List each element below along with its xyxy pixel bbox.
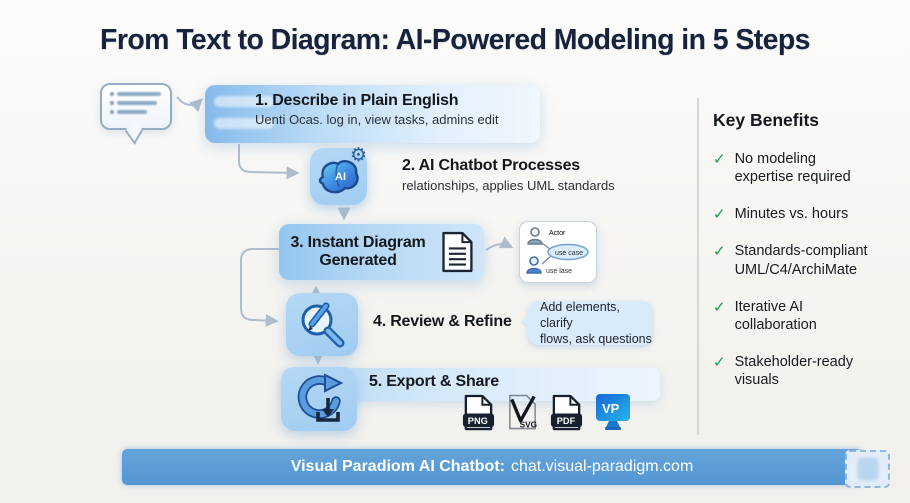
footer-bar: Visual Paradiom AI Chatbot: chat.visual-… — [122, 449, 862, 485]
usecase-oval-label: use case — [555, 250, 583, 257]
step4-note-bubble: Add elements, clarify flows, ask questio… — [528, 299, 652, 347]
step1-subtitle: Uenti Ocas. log in, view tasks, admins e… — [255, 112, 499, 127]
check-icon: ✓ — [713, 150, 726, 168]
benefit-item: ✓ Minutes vs. hours — [713, 205, 898, 223]
benefits-panel: Key Benefits ✓ No modeling expertise req… — [713, 110, 898, 389]
png-file-icon: PNG — [462, 394, 495, 431]
connector-step3-to-usecase — [485, 236, 514, 251]
benefit-item: ✓ Stakeholder-ready visuals — [713, 353, 898, 389]
step5-icon-tile — [281, 367, 357, 431]
bubble-text-line — [110, 101, 162, 105]
benefit-item: ✓ Iterative AI collaboration — [713, 298, 898, 334]
step4-icon-tile — [286, 293, 358, 356]
step2-title: 2. AI Chatbot Processes — [402, 157, 580, 174]
actor2-label: use lase — [546, 268, 572, 275]
page-title: From Text to Diagram: AI-Powered Modelin… — [100, 24, 810, 56]
blurred-ui-pill — [214, 96, 274, 107]
brain-ai-icon: AI — [318, 159, 359, 193]
input-speech-bubble — [100, 83, 172, 130]
vp-logo-icon: VP — [596, 394, 630, 430]
export-format-label: PNG — [468, 416, 488, 426]
pdf-file-icon: PDF — [550, 394, 583, 431]
magnifier-pencil-icon — [301, 302, 345, 347]
check-icon: ✓ — [713, 242, 726, 261]
gear-icon: ⚙ — [349, 144, 367, 166]
footer-url: chat.visual-paradigm.com — [510, 458, 694, 475]
step1-title: 1. Describe in Plain English — [255, 92, 459, 109]
step4-title: 4. Review & Refine — [373, 313, 512, 330]
ai-label: AI — [335, 171, 346, 183]
footer-label: Visual Paradiom AI Chatbot: — [290, 458, 505, 475]
export-formats-row: PNG SVG PDF VP — [461, 393, 633, 432]
benefit-item: ✓ No modeling expertise required — [713, 150, 898, 186]
check-icon: ✓ — [713, 297, 726, 316]
usecase-oval — [547, 243, 589, 261]
export-refresh-icon — [297, 373, 344, 422]
benefit-text: Iterative AI collaboration — [734, 298, 817, 333]
step3-title: 3. Instant Diagram Generated — [290, 234, 426, 269]
bubble-text-line — [110, 92, 162, 96]
step4-note-text: Add elements, clarify flows, ask questio… — [540, 299, 652, 347]
benefits-heading: Key Benefits — [713, 110, 820, 130]
step1-box: 1. Describe in Plain English Uenti Ocas.… — [205, 85, 540, 143]
benefit-item: ✓ Standards-compliant UML/C4/ArchiMate — [713, 242, 898, 278]
svg-file-icon: SVG — [509, 394, 537, 430]
benefit-text: Minutes vs. hours — [734, 206, 849, 223]
actor-label: Actor — [549, 230, 566, 237]
selection-box-handle — [857, 458, 878, 480]
benefit-text: No modeling expertise required — [734, 151, 851, 186]
connector-step1-to-step2 — [238, 144, 300, 180]
check-icon: ✓ — [713, 205, 726, 224]
benefit-text: Standards-compliant UML/C4/ArchiMate — [734, 243, 868, 278]
benefit-text: Stakeholder-ready visuals — [734, 353, 854, 388]
step2-subtitle: relationships, applies UML standards — [402, 178, 615, 193]
actor-icon — [527, 227, 543, 245]
connector-step3-to-step4 — [240, 248, 279, 328]
step5-title: 5. Export & Share — [369, 373, 499, 390]
selection-box — [845, 450, 890, 488]
export-format-label: PDF — [557, 416, 576, 426]
vp-label: VP — [602, 401, 620, 416]
document-icon — [442, 231, 473, 273]
bubble-text-line — [110, 110, 162, 114]
export-format-label: SVG — [520, 421, 537, 430]
step2-icon-tile: AI ⚙ — [310, 144, 367, 205]
usecase-preview-card: Actor use case use lase — [519, 221, 597, 283]
section-divider — [697, 98, 699, 435]
blurred-ui-pill — [214, 118, 274, 129]
step3-box: 3. Instant Diagram Generated — [279, 224, 484, 280]
actor-icon — [526, 256, 542, 274]
check-icon: ✓ — [713, 352, 726, 371]
connector-bubble-to-step1 — [176, 96, 203, 112]
